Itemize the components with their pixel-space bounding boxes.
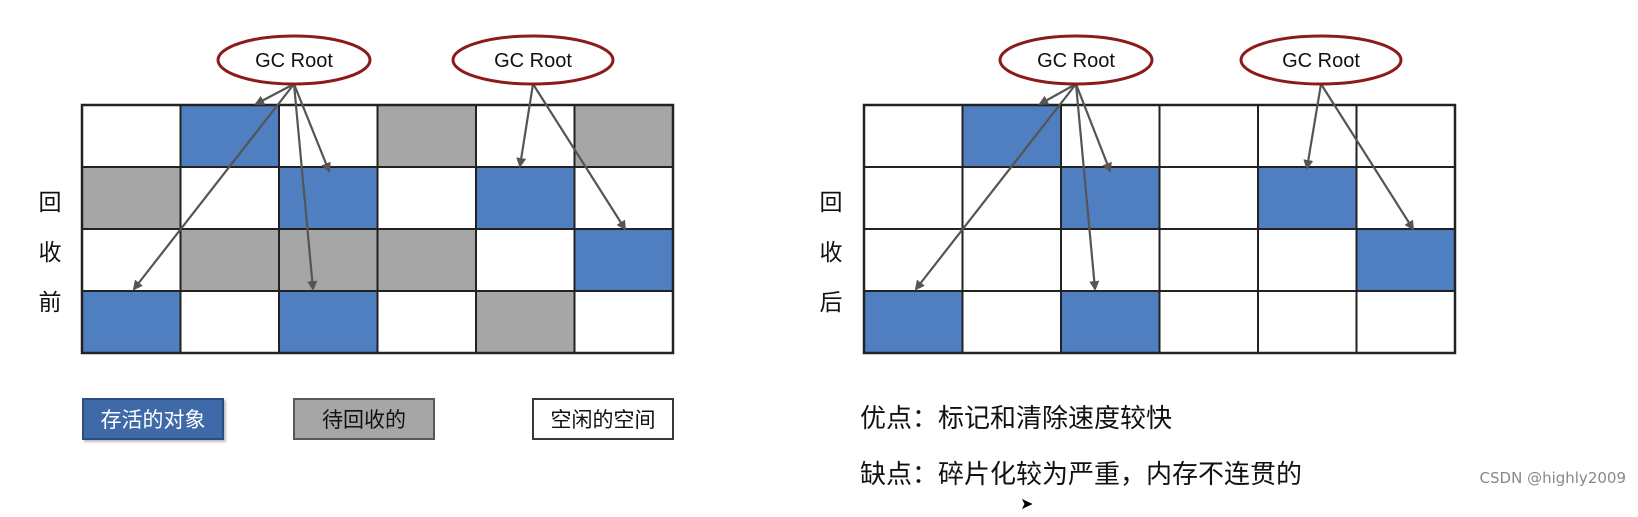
before-cell-r3-c5-free	[475, 228, 576, 292]
before-side-char-2: 收	[38, 240, 62, 266]
before-cell-r1-c6-garbage	[573, 104, 674, 168]
after-side-char-2: 收	[819, 240, 843, 266]
after-cell-r1-c5-free	[1257, 104, 1358, 168]
after-reference-arrow-5	[1303, 83, 1323, 170]
after-cell-r1-c2-live	[961, 104, 1062, 168]
after-cell-r2-c1-free	[863, 166, 964, 230]
before-cell-r1-c4-garbage	[376, 104, 477, 168]
before-side-char-1: 回	[38, 190, 62, 216]
after-cell-r2-c5-live	[1257, 166, 1358, 230]
after-reference-arrow-1	[1038, 83, 1077, 105]
after-side-char-3: 后	[819, 290, 843, 316]
before-gc-root-1	[216, 34, 372, 86]
before-reference-arrow-2	[292, 83, 331, 173]
before-cell-r3-c1-free	[81, 228, 182, 292]
before-reference-arrow-1	[254, 83, 295, 105]
after-panel: GC Root GC Root	[862, 34, 1457, 355]
before-cell-r2-c4-free	[376, 166, 477, 230]
before-reference-arrow-5	[516, 83, 535, 168]
after-cell-r4-c6-free	[1355, 290, 1456, 354]
before-cell-r2-c5-live	[475, 166, 576, 230]
before-cell-r3-c4-garbage	[376, 228, 477, 292]
before-reference-arrow-6	[532, 83, 627, 231]
before-side-label: 回 收 前	[30, 178, 70, 328]
after-cell-r2-c2-free	[961, 166, 1062, 230]
before-cell-r4-c2-free	[179, 290, 280, 354]
after-reference-arrow-6	[1320, 83, 1415, 231]
before-cell-r3-c6-live	[573, 228, 674, 292]
before-gc-root-label-1: GC Root	[255, 50, 333, 72]
before-reference-arrow-3	[292, 83, 318, 291]
after-gc-root-label-2: GC Root	[1282, 50, 1360, 72]
before-cell-r4-c4-free	[376, 290, 477, 354]
after-cell-r2-c4-free	[1158, 166, 1259, 230]
before-cell-r1-c3-free	[278, 104, 379, 168]
after-gc-root-2	[1239, 34, 1403, 86]
before-cell-r4-c5-garbage	[475, 290, 576, 354]
after-reference-arrow-2	[1074, 83, 1112, 173]
before-cell-r1-c1-free	[81, 104, 182, 168]
mouse-cursor-icon: ➤	[1020, 494, 1034, 513]
legend-live-object: 存活的对象	[82, 398, 224, 440]
after-gc-root-1	[998, 34, 1154, 86]
watermark: CSDN @highly2009	[1479, 469, 1626, 487]
before-side-char-3: 前	[38, 290, 62, 316]
after-cell-r4-c1-live	[863, 290, 964, 354]
before-gc-root-2	[451, 34, 615, 86]
before-grid-border	[80, 103, 675, 355]
after-reference-arrow-4	[914, 83, 1077, 291]
legend-garbage-object: 待回收的	[293, 398, 435, 440]
after-cell-r3-c5-free	[1257, 228, 1358, 292]
after-gc-root-label-1: GC Root	[1037, 50, 1115, 72]
before-panel: GC Root GC Root	[80, 34, 675, 355]
after-cell-r1-c6-free	[1355, 104, 1456, 168]
legend-free-space: 空闲的空间	[532, 398, 674, 440]
before-cell-r4-c1-live	[81, 290, 182, 354]
after-cell-r4-c4-free	[1158, 290, 1259, 354]
before-cell-r2-c3-live	[278, 166, 379, 230]
cons-note: 缺点：碎片化较为严重，内存不连贯的	[860, 460, 1303, 490]
after-cell-r4-c5-free	[1257, 290, 1358, 354]
before-cell-r2-c2-free	[179, 166, 280, 230]
after-cell-r2-c6-free	[1355, 166, 1456, 230]
after-cell-r1-c3-free	[1060, 104, 1161, 168]
after-reference-arrow-3	[1074, 83, 1100, 291]
before-cell-r3-c3-garbage	[278, 228, 379, 292]
before-reference-arrow-4	[132, 83, 295, 291]
before-cell-r1-c2-live	[179, 104, 280, 168]
before-cell-r3-c2-garbage	[179, 228, 280, 292]
before-cell-r2-c1-garbage	[81, 166, 182, 230]
before-cell-r2-c6-free	[573, 166, 674, 230]
after-cell-r3-c4-free	[1158, 228, 1259, 292]
after-cell-r1-c1-free	[863, 104, 964, 168]
before-cell-r4-c6-free	[573, 290, 674, 354]
after-cell-r3-c6-live	[1355, 228, 1456, 292]
before-cell-r4-c3-live	[278, 290, 379, 354]
after-side-char-1: 回	[819, 190, 843, 216]
after-cell-r4-c3-live	[1060, 290, 1161, 354]
before-gc-root-label-2: GC Root	[494, 50, 572, 72]
pros-note: 优点：标记和清除速度较快	[860, 404, 1173, 434]
after-cell-r4-c2-free	[961, 290, 1062, 354]
after-cell-r3-c3-free	[1060, 228, 1161, 292]
after-side-label: 回 收 后	[811, 178, 851, 328]
after-cell-r2-c3-live	[1060, 166, 1161, 230]
after-grid-border	[862, 103, 1457, 355]
after-cell-r3-c1-free	[863, 228, 964, 292]
after-cell-r1-c4-free	[1158, 104, 1259, 168]
after-cell-r3-c2-free	[961, 228, 1062, 292]
